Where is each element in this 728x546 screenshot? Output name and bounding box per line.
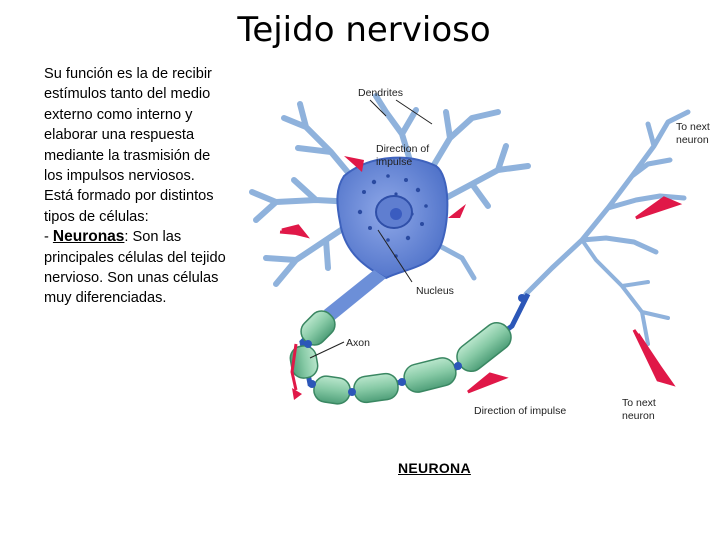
figure-caption: NEURONA	[398, 460, 471, 476]
arrow-bottom-impulse-icon	[467, 372, 509, 394]
myelin-sheath	[289, 310, 512, 405]
label-direction-top-1: Direction of	[376, 143, 429, 155]
label-dendrites: Dendrites	[358, 87, 403, 99]
label-direction-top-2: impulse	[376, 156, 412, 168]
neuronas-term: Neuronas	[52, 228, 125, 246]
slide-title: Tejido nervioso	[237, 10, 491, 50]
label-to-next-bottom-2: neuron	[622, 410, 655, 422]
label-to-next-top-1: To next	[676, 121, 710, 133]
neuronas-description: : Son las principales células del tejido…	[44, 229, 226, 307]
label-to-next-bottom-1: To next	[622, 397, 656, 409]
nodes-of-ranvier	[304, 294, 526, 396]
neuron-diagram: Dendrites Direction of impulse Nucleus A…	[249, 87, 710, 422]
arrow-axon-curve-icon	[290, 343, 298, 391]
label-axon: Axon	[346, 337, 370, 349]
arrow-left-in-icon	[279, 224, 310, 239]
body-paragraph-neuronas: - Neuronas: Son las principales células …	[44, 227, 226, 309]
arrow-top-right-out-icon	[635, 196, 683, 220]
body-text: Su función es la de recibir estímulos ta…	[44, 64, 226, 309]
arrow-axon-head-icon	[292, 388, 302, 400]
leader-lines	[309, 99, 433, 359]
arrow-top-in-icon	[344, 156, 364, 172]
list-dash: -	[44, 229, 53, 246]
label-to-next-top-2: neuron	[676, 134, 709, 146]
body-paragraph-function: Su función es la de recibir estímulos ta…	[44, 66, 214, 225]
arrow-bottom-right-out-icon	[632, 329, 676, 387]
nucleolus	[390, 208, 402, 220]
label-direction-bottom: Direction of impulse	[474, 405, 566, 417]
label-nucleus: Nucleus	[416, 285, 454, 297]
axon-hillock	[324, 270, 386, 322]
impulse-arrows	[279, 156, 683, 400]
dendrites	[249, 93, 691, 346]
nissl-granules	[357, 174, 428, 258]
arrow-right-in-icon	[448, 204, 466, 218]
